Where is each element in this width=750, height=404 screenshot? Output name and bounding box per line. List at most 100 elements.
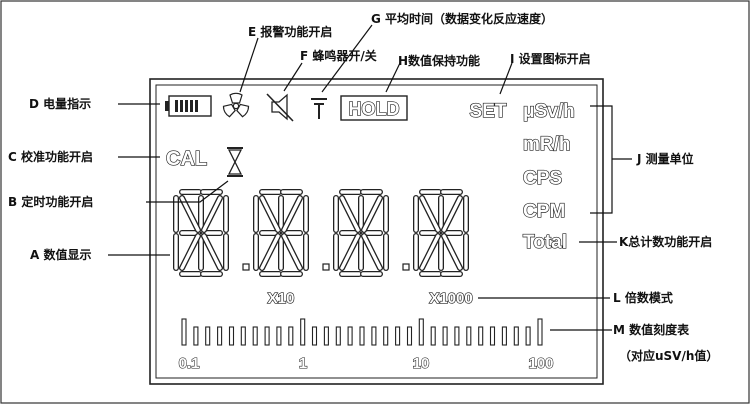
scale-bar xyxy=(537,318,543,346)
callout-line-g xyxy=(321,24,373,93)
callout-line-h xyxy=(385,62,401,93)
callout-bracket-j xyxy=(590,105,613,214)
label-k: K总计数功能开启 xyxy=(619,234,712,249)
label-b: B 定时功能开启 xyxy=(8,194,93,209)
digit-segment-fill xyxy=(420,196,440,232)
callout-line-f xyxy=(283,62,303,92)
scale-bar xyxy=(264,326,270,346)
unit-cpm: CPM xyxy=(523,201,565,222)
label-g: G 平均时间（数据变化反应速度） xyxy=(371,11,553,26)
digit-segment-fill xyxy=(180,196,200,232)
label-c: C 校准功能开启 xyxy=(8,149,93,164)
scale-bar xyxy=(323,326,329,346)
scale-bar xyxy=(489,326,496,346)
scale-bar xyxy=(311,326,318,346)
digit-segment-fill xyxy=(282,234,302,270)
label-m-sub: （对应uSV/h值） xyxy=(619,348,718,363)
digit-segment-fill xyxy=(180,234,200,270)
digit-segment-fill xyxy=(282,196,302,232)
sixteen-segment-digit xyxy=(333,189,389,277)
digit-segment-fill xyxy=(202,196,222,232)
scale-bar xyxy=(371,326,377,346)
scale-bar xyxy=(205,326,211,346)
digit-segment-fill xyxy=(260,234,280,270)
cal-text: CAL xyxy=(166,148,207,170)
hold-text: HOLD xyxy=(349,99,400,119)
scale-bar xyxy=(406,326,413,346)
scale-label: 100 xyxy=(528,355,553,372)
scale-bar xyxy=(217,326,223,346)
label-l: L 倍数模式 xyxy=(613,290,673,305)
scale-bar xyxy=(383,326,389,346)
scale-bar xyxy=(525,326,531,346)
label-j: J 测量单位 xyxy=(636,151,694,166)
scale-label: 10 xyxy=(413,355,430,372)
unit-mr: mR/h xyxy=(523,134,571,155)
label-f: F 蜂鸣器开/关 xyxy=(300,48,377,63)
sixteen-segment-digit xyxy=(253,189,309,277)
label-i: I 设置图标开启 xyxy=(510,51,591,66)
x10-text: X10 xyxy=(268,290,295,307)
scale-bar xyxy=(228,326,235,346)
unit-usv: μSv/h xyxy=(523,101,575,122)
scale-bar xyxy=(418,318,424,346)
scale-bar xyxy=(347,326,353,346)
decimal-point xyxy=(402,263,410,271)
sixteen-segment-digit xyxy=(413,189,469,277)
hourglass-icon xyxy=(227,147,243,177)
average-time-icon xyxy=(311,98,327,119)
unit-total: Total xyxy=(523,232,567,253)
scale-bar xyxy=(395,326,401,346)
radiation-icon xyxy=(222,92,250,118)
lcd-panel-outer xyxy=(149,78,604,385)
scale-bar xyxy=(478,326,484,346)
digit-segment-fill xyxy=(362,196,382,232)
digit-segment-fill xyxy=(202,234,222,270)
scale-bar xyxy=(501,326,507,346)
digit-segment-fill xyxy=(340,196,360,232)
scale-bar xyxy=(181,318,187,346)
hold-box xyxy=(340,95,408,121)
scale-bar xyxy=(288,326,294,346)
scale-bar xyxy=(430,326,436,346)
decimal-point xyxy=(242,263,250,271)
scale-bar xyxy=(276,326,282,346)
scale-bar xyxy=(442,326,448,346)
label-e: E 报警功能开启 xyxy=(248,24,332,39)
set-text: SET xyxy=(470,101,507,122)
scale-bar xyxy=(513,326,519,346)
label-d: D 电量指示 xyxy=(29,96,91,111)
label-a: A 数值显示 xyxy=(30,247,91,262)
digit-segment-fill xyxy=(362,234,382,270)
scale-label: 0.1 xyxy=(179,355,200,372)
scale-bar xyxy=(300,318,306,346)
callout-line-e xyxy=(239,37,259,93)
scale-bar xyxy=(359,326,365,346)
x1000-text: X1000 xyxy=(429,290,472,307)
scale-bar xyxy=(252,326,258,346)
unit-cps: CPS xyxy=(523,168,562,189)
scale-bar xyxy=(193,326,199,346)
scale-bar xyxy=(454,326,460,346)
callout-line-b xyxy=(146,180,229,203)
decimal-point xyxy=(322,263,330,271)
digit-segment-fill xyxy=(442,234,462,270)
callout-line-i xyxy=(499,62,513,95)
digit-group xyxy=(173,189,469,277)
label-h: H数值保持功能 xyxy=(398,53,480,68)
label-m: M 数值刻度表 xyxy=(613,322,690,337)
battery-icon xyxy=(165,95,212,117)
speaker-mute-icon xyxy=(266,93,294,122)
sixteen-segment-digit xyxy=(173,189,229,277)
digit-segment-fill xyxy=(420,234,440,270)
scale-bar xyxy=(240,326,246,346)
digit-segment-fill xyxy=(260,196,280,232)
scale-label: 1 xyxy=(299,355,307,372)
scale-bar xyxy=(335,326,341,346)
digit-segment-fill xyxy=(442,196,462,232)
scale-bar-group xyxy=(181,318,543,346)
lcd-panel-inner xyxy=(155,84,598,379)
